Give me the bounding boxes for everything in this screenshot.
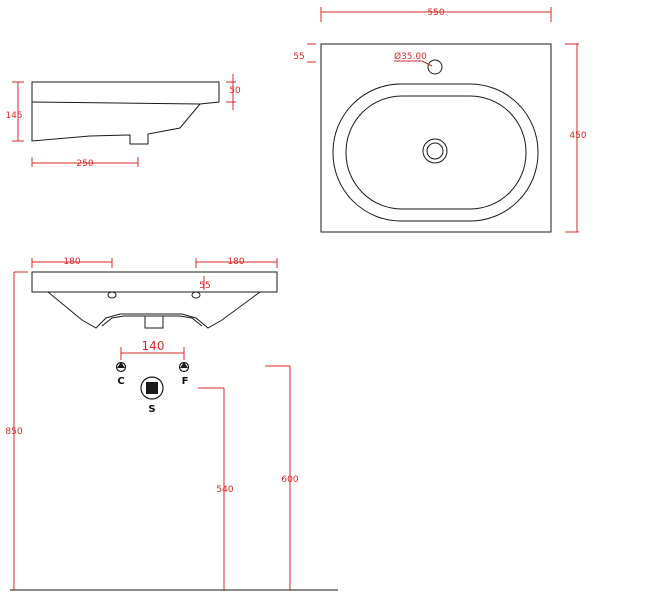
supply-spacing-label: 140 [142, 339, 165, 353]
side-depth-label: 250 [76, 159, 93, 169]
cold-supply-icon [115, 361, 127, 373]
waste-outlet-icon [140, 376, 164, 400]
supply-waste-layout: 140 C F S 850 540 600 [5, 271, 338, 591]
side-view-rim-line [31, 101, 201, 105]
tap-hole [427, 59, 443, 75]
hot-supply-icon [178, 361, 190, 373]
front-view-top-slab [31, 271, 278, 293]
basin-outer-rim [332, 83, 539, 222]
side-view-outline [31, 81, 220, 145]
top-width-label: 550 [427, 8, 444, 18]
basin-inner-bowl [345, 95, 527, 210]
drain-inner-ring [426, 142, 444, 160]
front-view-bowl-curve [101, 315, 203, 327]
front-left-label: 180 [63, 257, 80, 267]
side-height-label: 145 [5, 111, 22, 121]
front-view-hole-right [191, 291, 201, 299]
front-right-label: 180 [227, 257, 244, 267]
front-view: 180 180 55 [31, 257, 278, 329]
side-rim-label: 50 [229, 86, 241, 96]
waste-outlet-label: S [148, 404, 155, 415]
top-view-outline [320, 43, 552, 233]
supply-height-label: 600 [281, 475, 298, 485]
tap-hole-leader [421, 60, 433, 67]
hot-supply-label: F [182, 376, 189, 387]
tap-offset-label: 55 [293, 52, 304, 62]
front-view-drain [144, 315, 164, 329]
front-hole-label: 55 [199, 281, 210, 291]
tap-hole-label: Ø35.00 [394, 51, 427, 62]
side-view: 145 50 250 [5, 74, 241, 169]
top-depth-label: 450 [569, 131, 586, 141]
waste-height-label: 540 [216, 485, 233, 495]
top-view: 550 55 Ø35.00 450 [293, 7, 587, 233]
total-height-label: 850 [5, 427, 22, 437]
front-view-hole-left [107, 291, 117, 299]
cold-supply-label: C [117, 376, 124, 387]
drain-outer-ring [422, 138, 448, 164]
front-view-body [47, 291, 261, 329]
